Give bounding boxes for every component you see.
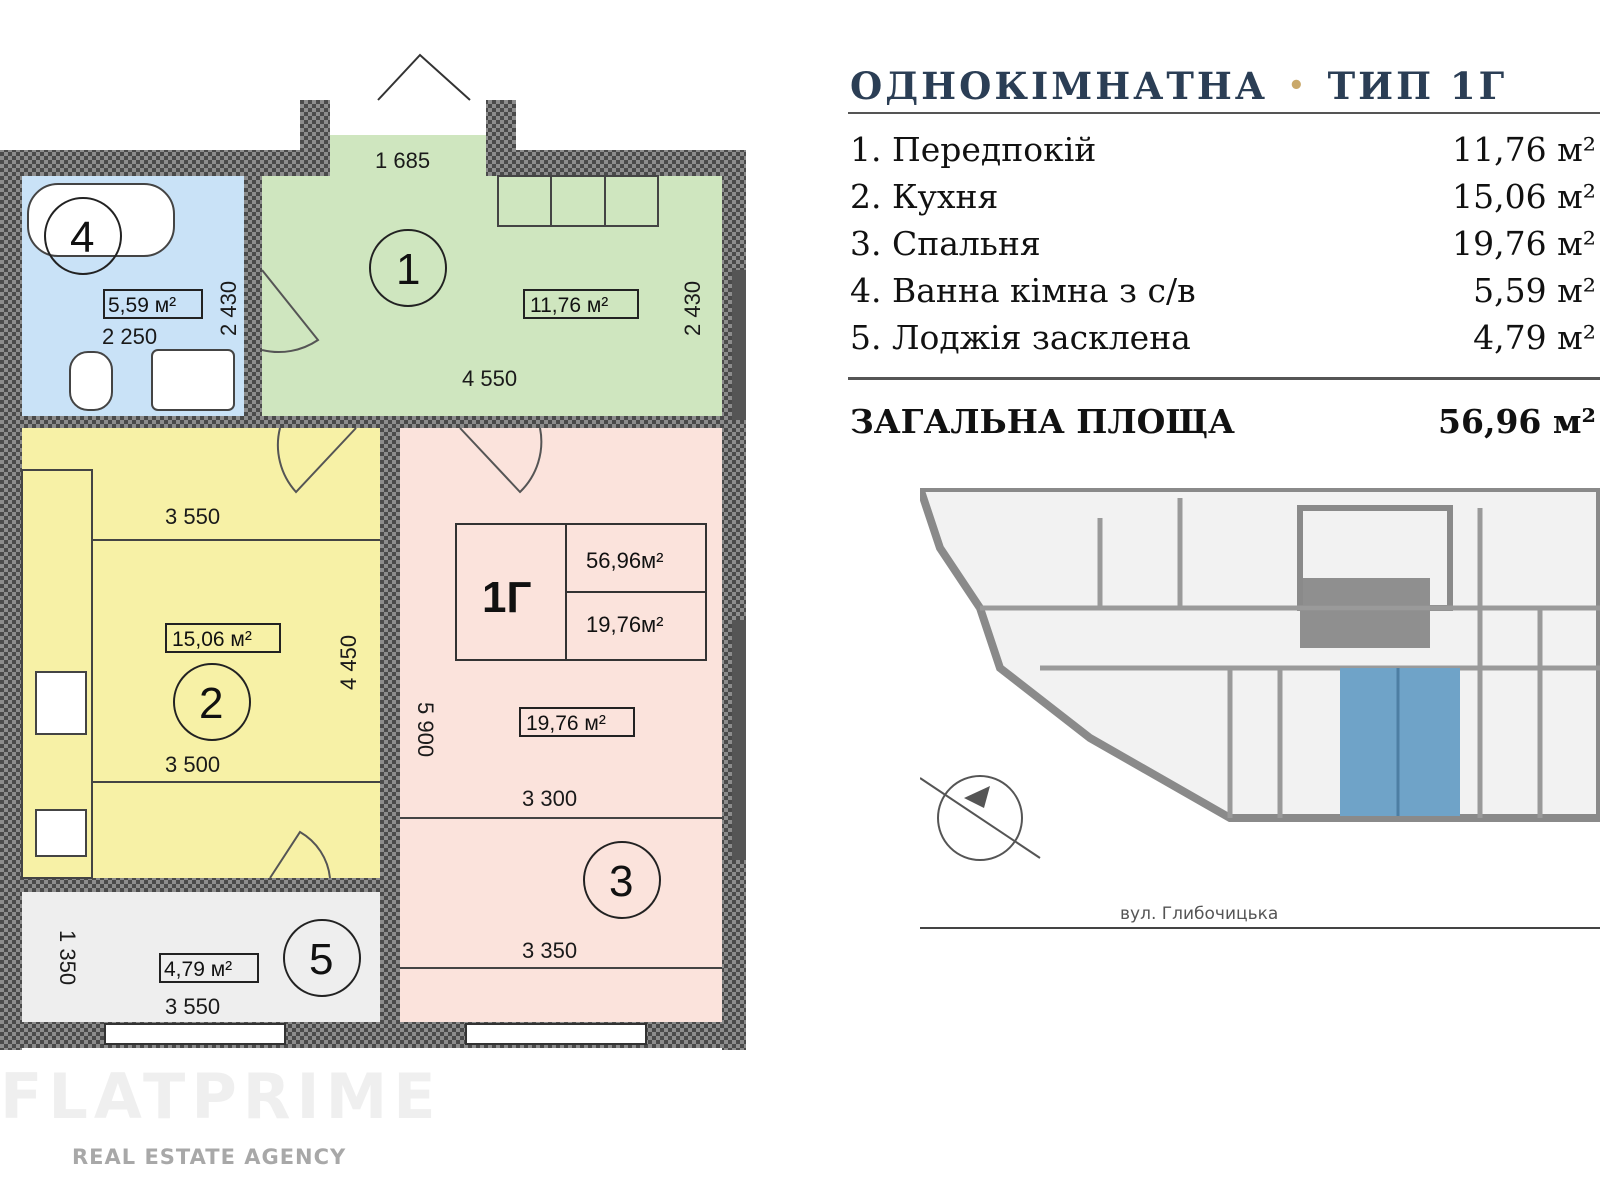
building-core [1300, 578, 1430, 648]
wall-kitchen-loggia [22, 878, 380, 892]
room-area: 11,76 м² [1452, 130, 1596, 169]
area-bedroom: 19,76 м² [526, 712, 606, 735]
hall-room-fill [262, 176, 722, 416]
bathtub-icon [27, 183, 175, 257]
bath-door-arc [261, 269, 320, 353]
room-number-circle-5 [283, 919, 361, 997]
dim-3550-kitchen: 3 550 [165, 504, 220, 529]
room-row: 2. Кухня 15,06 м² [850, 173, 1600, 220]
kitchen-counter-icon [21, 469, 93, 879]
building-key-plan: вул. Глибочицька [920, 488, 1600, 929]
dim-3350: 3 350 [522, 938, 577, 963]
heading-title-left: ОДНОКІМНАТНА [850, 64, 1268, 108]
building-outline [920, 488, 1600, 822]
apartment-info-panel: ОДНОКІМНАТНА • ТИП 1Г 1. Передпокій 11,7… [848, 60, 1600, 441]
room-label: 1. Передпокій [850, 130, 1097, 169]
highlighted-apartment [1340, 668, 1460, 816]
dim-2430-hall: 2 430 [680, 281, 705, 336]
heading-rule [848, 112, 1600, 114]
dim-5900: 5 900 [413, 702, 438, 757]
dim-3300: 3 300 [522, 786, 577, 811]
heading-separator: • [1287, 71, 1308, 101]
wall-top-left [0, 150, 330, 176]
type-badge-total: 56,96м² [586, 548, 664, 573]
window-bottom-left [104, 1023, 286, 1045]
wall-bath-hall [244, 176, 262, 426]
area-kitchen: 15,06 м² [172, 628, 252, 651]
room-number-4: 4 [70, 213, 94, 262]
total-area-label: ЗАГАЛЬНА ПЛОЩА [850, 402, 1235, 441]
wall-entry-right [486, 100, 516, 176]
room-row: 5. Лоджія засклена 4,79 м² [850, 314, 1600, 361]
area-box-bath [103, 289, 203, 319]
room-row: 1. Передпокій 11,76 м² [850, 126, 1600, 173]
floor-plan: 1 685 2 250 2 430 2 430 4 550 3 550 4 45… [0, 53, 746, 1050]
bedroom-door-arc [459, 427, 543, 494]
washbasin-icon [151, 349, 235, 411]
room-number-2: 2 [199, 679, 223, 728]
window-bottom-right [465, 1023, 647, 1045]
window-right-2 [732, 620, 746, 860]
hall-wardrobe-icon [497, 175, 659, 227]
dim-1685: 1 685 [375, 148, 430, 173]
window-right-1 [732, 270, 746, 420]
dim-2430-bath: 2 430 [216, 281, 241, 336]
entry-door-arc [377, 53, 471, 101]
dim-2250: 2 250 [102, 324, 157, 349]
room-list: 1. Передпокій 11,76 м² 2. Кухня 15,06 м²… [850, 126, 1600, 361]
wall-entry-left [300, 100, 330, 176]
stove-icon [35, 671, 87, 735]
type-badge-living: 19,76м² [586, 612, 664, 637]
room-number-circle-2 [173, 663, 251, 741]
dim-4550: 4 550 [462, 366, 517, 391]
loggia-door-arc [269, 830, 331, 879]
apartment-heading: ОДНОКІМНАТНА • ТИП 1Г [850, 60, 1600, 112]
type-badge-code: 1Г [482, 573, 531, 622]
room-number-circle-3 [583, 841, 661, 919]
total-rule [848, 377, 1600, 380]
room-number-1: 1 [396, 245, 420, 294]
area-box-loggia [159, 953, 259, 983]
area-box-kitchen [165, 623, 281, 653]
dim-1350: 1 350 [55, 930, 80, 985]
dim-4450: 4 450 [336, 635, 361, 690]
area-box-bedroom [519, 707, 635, 737]
total-area-value: 56,96 м² [1438, 402, 1596, 441]
room-label: 4. Ванна кімна з с/в [850, 271, 1196, 310]
brand-watermark: FLATPRIME [0, 1060, 442, 1133]
wall-left [0, 150, 22, 1050]
room-area: 4,79 м² [1473, 318, 1596, 357]
dim-3500: 3 500 [165, 752, 220, 777]
room-label: 5. Лоджія засклена [850, 318, 1191, 357]
compass-icon [920, 775, 1041, 861]
heading-title-right: ТИП 1Г [1327, 64, 1508, 108]
brand-tagline: REAL ESTATE AGENCY [72, 1145, 347, 1169]
room-label: 2. Кухня [850, 177, 999, 216]
total-area-row: ЗАГАЛЬНА ПЛОЩА 56,96 м² [850, 402, 1600, 441]
room-area: 15,06 м² [1452, 177, 1596, 216]
wall-mid-horizontal [22, 416, 722, 428]
room-row: 4. Ванна кімна з с/в 5,59 м² [850, 267, 1600, 314]
room-number-circle-4 [44, 197, 122, 275]
toilet-icon [69, 351, 113, 411]
street-name: вул. Глибочицька [1120, 904, 1278, 924]
room-area: 19,76 м² [1452, 224, 1596, 263]
sink-icon [35, 809, 87, 857]
wall-top-right [486, 150, 746, 176]
area-box-hall [523, 289, 639, 319]
area-bath: 5,59 м² [108, 294, 176, 317]
loggia-room-fill [22, 892, 380, 1022]
wall-kitchen-bedroom [380, 428, 400, 1028]
room-number-5: 5 [309, 935, 333, 984]
area-loggia: 4,79 м² [164, 958, 232, 981]
hall-entry-fill [328, 135, 488, 177]
room-area: 5,59 м² [1473, 271, 1596, 310]
dim-3550-loggia: 3 550 [165, 994, 220, 1019]
room-label: 3. Спальня [850, 224, 1041, 263]
room-number-3: 3 [609, 857, 633, 906]
room-number-circle-1 [369, 229, 447, 307]
room-row: 3. Спальня 19,76 м² [850, 220, 1600, 267]
area-hall: 11,76 м² [530, 294, 608, 317]
kitchen-door-arc [276, 427, 357, 494]
